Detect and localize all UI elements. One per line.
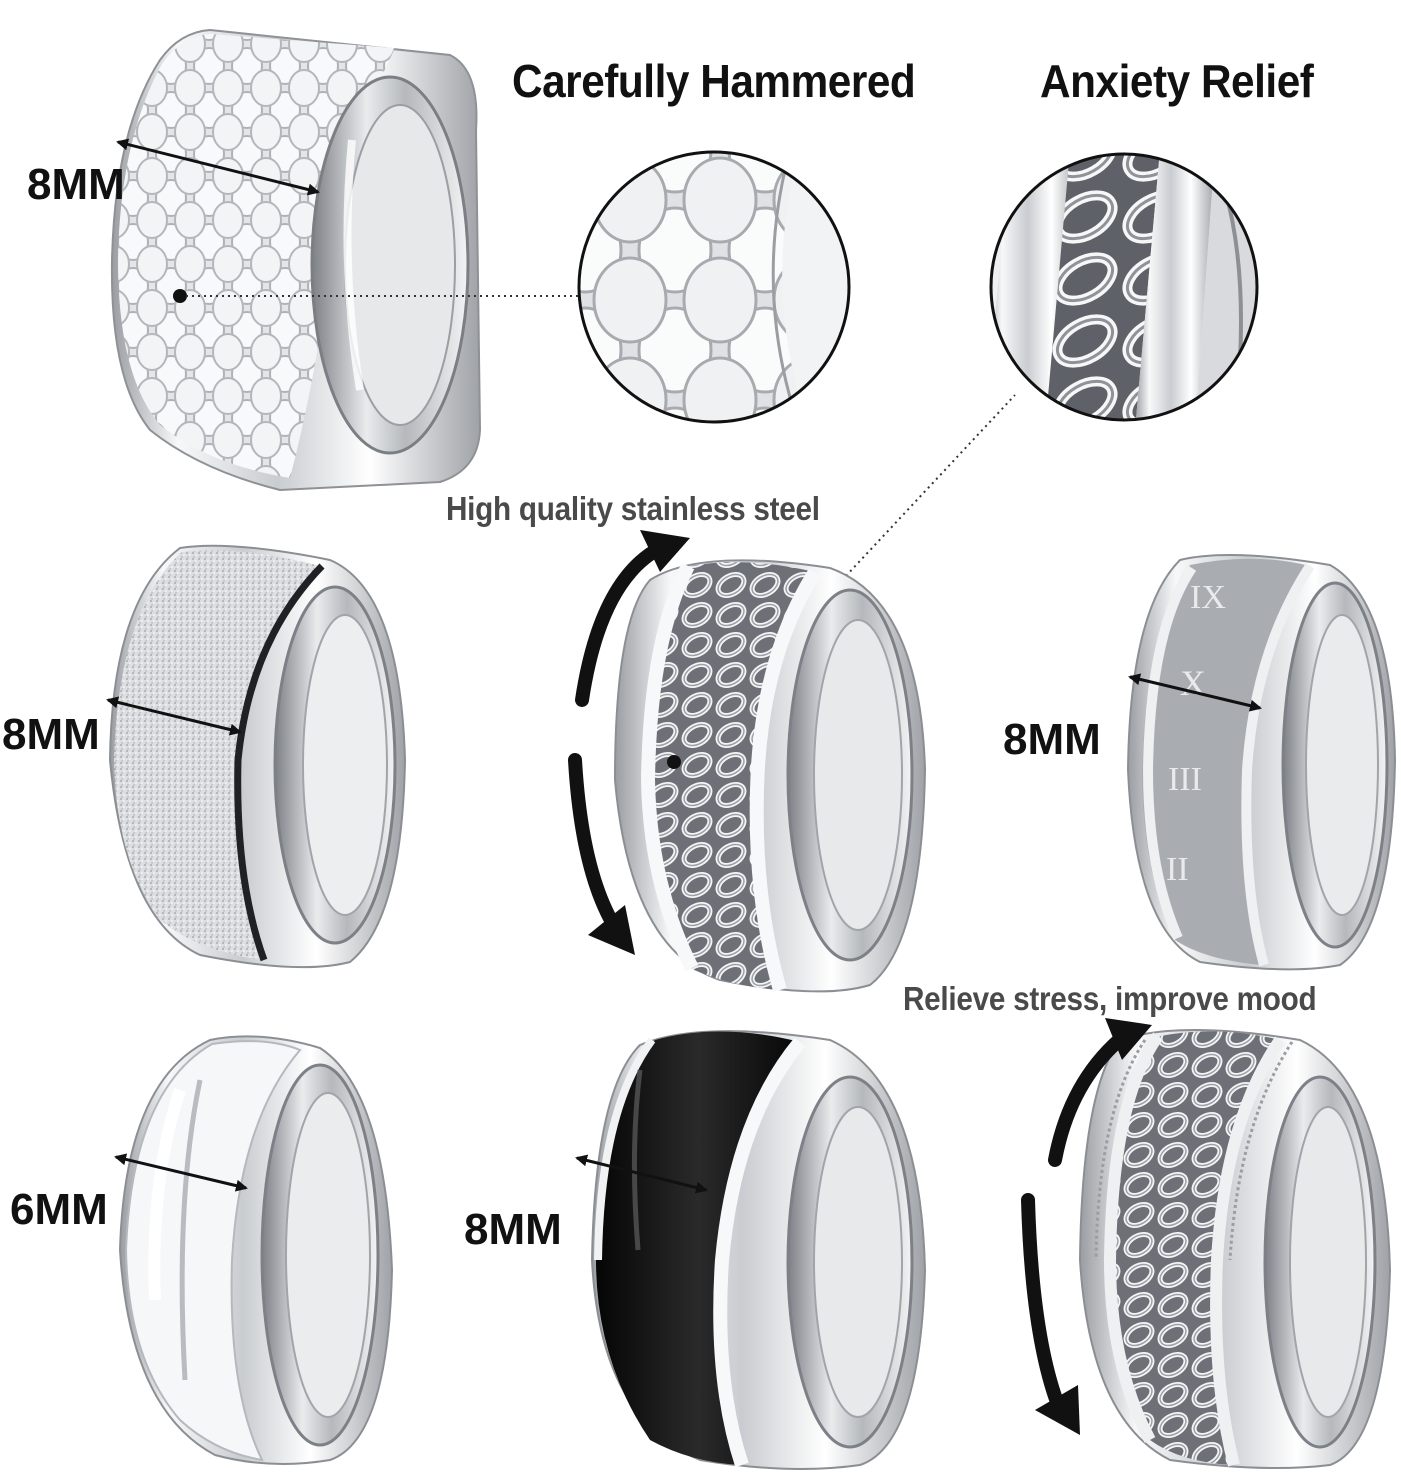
hammered-detail-circle [577,150,851,424]
size-label-sand: 8MM [2,710,100,759]
rotation-arrow-head [588,905,635,955]
size-label-hammered: 8MM [27,160,125,209]
stainless-steel-caption: High quality stainless steel [446,490,820,527]
rotation-arrow-icon [1048,1028,1132,1167]
rotation-arrow-head [1105,1018,1152,1060]
hammered-ring [110,28,482,492]
chain-detail-circle [989,152,1259,422]
width-arrow [106,696,242,736]
width-arrow [116,138,320,196]
size-label-dome: 6MM [10,1185,108,1234]
svg-text:X: X [1180,663,1206,703]
roman-numeral-ring: IX X III II [1126,554,1397,971]
rotation-arrow-icon [1021,1193,1067,1417]
rotation-arrow-icon [575,541,667,707]
anxiety-relief-heading: Anxiety Relief [1040,55,1314,107]
polished-dome-ring [118,1035,394,1465]
rotation-arrow-head [640,530,690,572]
svg-text:II: II [1166,851,1189,888]
width-arrow [575,1154,708,1194]
hammered-detail-dot [173,289,187,303]
rotation-arrow-head [1035,1385,1080,1435]
width-arrow [114,1153,248,1192]
size-label-black: 8MM [464,1205,562,1254]
sandblasted-ring [108,544,407,969]
black-band-ring [590,1030,927,1470]
chain-spinner-ring-2 [1078,1029,1392,1470]
svg-text:III: III [1168,761,1202,798]
rotation-arrow-icon [568,753,627,942]
size-label-roman: 8MM [1003,715,1101,764]
relieve-stress-caption: Relieve stress, improve mood [903,980,1317,1017]
hammered-heading: Carefully Hammered [512,55,916,107]
width-arrow [1128,673,1262,712]
svg-text:IX: IX [1190,579,1226,616]
chain-spinner-ring [613,559,927,993]
